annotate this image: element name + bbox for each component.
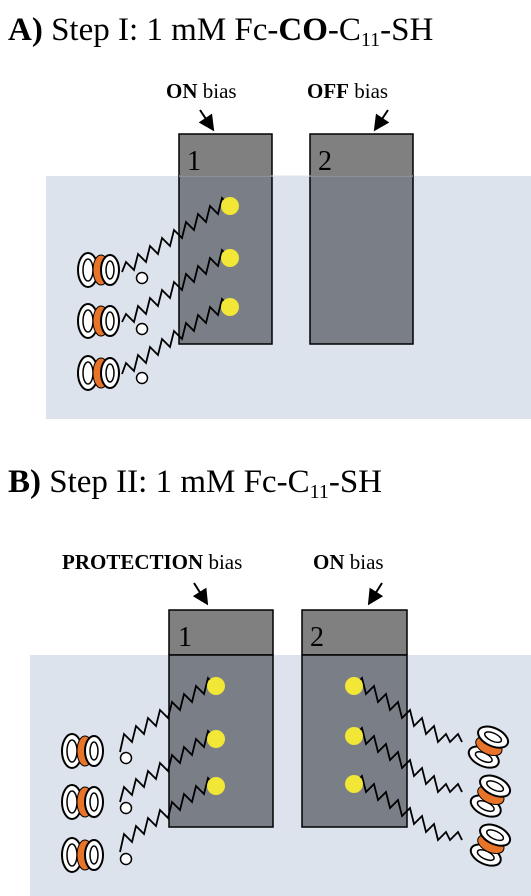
panel-a-left-arrow xyxy=(198,109,215,132)
panel-a-ferrocene-2 xyxy=(77,303,120,339)
panel-b-scene: 1 2 xyxy=(30,582,531,896)
panel-a-solution xyxy=(46,176,531,419)
panel-a-gold-dot-2 xyxy=(221,249,239,267)
panel-a-chain-1 xyxy=(121,196,231,273)
panel-b-left-bias-label: PROTECTION bias xyxy=(62,549,242,575)
panel-a-right-bias-label: OFF bias xyxy=(307,78,388,104)
panel-a-bold-part: CO xyxy=(278,12,328,48)
panel-b-right-bias-label: ON bias xyxy=(313,549,384,575)
panel-a-electrode-1-number: 1 xyxy=(187,146,201,177)
panel-a-right-bias-bold: OFF xyxy=(307,79,349,103)
panel-a-letter: A) xyxy=(8,12,43,48)
panel-b-right-ferrocene-2 xyxy=(469,774,512,818)
panel-b-left-bias-bold: PROTECTION xyxy=(62,550,204,574)
panel-b-solution xyxy=(30,655,531,896)
panel-a-chain-2 xyxy=(121,248,231,324)
panel-b-title: B) Step II: 1 mM Fc-C11-SH xyxy=(8,462,382,502)
panel-a-left-bias-label: ON bias xyxy=(166,78,237,104)
panel-a-left-bias-rest: bias xyxy=(197,79,237,103)
panel-b-oxygen-2 xyxy=(119,801,133,815)
panel-a-chain-3 xyxy=(121,297,231,375)
panel-a-title: A) Step I: 1 mM Fc-CO-C11-SH xyxy=(8,10,433,50)
panel-b-right-gold-dot-2 xyxy=(345,727,363,745)
panel-a-dash: -C xyxy=(327,12,361,48)
panel-a-gold-dot-1 xyxy=(221,197,239,215)
panel-b-subscript: 11 xyxy=(309,481,329,503)
panel-a-oxygen-1 xyxy=(135,271,149,285)
panel-b-right-gold-dot-3 xyxy=(345,775,363,793)
panel-a-electrode-1-top xyxy=(178,133,273,177)
panel-a-scene: 1 2 xyxy=(46,109,531,419)
panel-a-oxygen-3 xyxy=(135,371,149,385)
panel-a-electrode-2-number: 2 xyxy=(318,146,332,177)
panel-b-letter: B) xyxy=(8,464,41,500)
panel-b-right-chain-2 xyxy=(353,726,463,794)
panel-b-left-gold-dot-2 xyxy=(207,730,225,748)
panel-a-gold-dot-3 xyxy=(221,298,239,316)
panel-b-oxygen-1 xyxy=(119,751,133,765)
panel-a-ferrocene-1 xyxy=(77,252,120,288)
panel-b-left-ferrocene-1 xyxy=(61,733,104,769)
panel-b-right-ferrocene-3 xyxy=(469,823,512,867)
panel-b-left-gold-dot-1 xyxy=(207,677,225,695)
panel-b-left-ferrocene-3 xyxy=(61,837,104,873)
panel-b-electrode-2-number: 2 xyxy=(310,622,324,653)
panel-b-step-text: Step II: 1 mM Fc-C xyxy=(49,464,310,500)
panel-a-ferrocene-3 xyxy=(77,355,120,391)
panel-b-left-chain-3 xyxy=(119,776,217,853)
panel-a-oxygen-2 xyxy=(135,322,149,336)
panel-b-right-arrow xyxy=(367,582,384,606)
panel-a-step-text: Step I: 1 mM Fc- xyxy=(51,12,279,48)
panel-a-right-bias-rest: bias xyxy=(349,79,389,103)
panel-b-electrode-1-number: 1 xyxy=(178,622,192,653)
panel-a-left-bias-bold: ON xyxy=(166,79,198,103)
panel-b-suffix: -SH xyxy=(328,464,383,500)
panel-a-subscript: 11 xyxy=(360,29,381,51)
panel-b-left-bias-rest: bias xyxy=(203,550,243,574)
panel-a-suffix: -SH xyxy=(380,12,434,48)
panel-a-right-arrow xyxy=(373,109,390,132)
panel-b-left-gold-dot-3 xyxy=(207,777,225,795)
panel-b-oxygen-3 xyxy=(119,852,133,866)
panel-a-electrode-2-body xyxy=(309,175,414,345)
panel-b-right-bias-rest: bias xyxy=(344,550,384,574)
panel-b-left-arrow xyxy=(192,582,209,606)
panel-b-right-gold-dot-1 xyxy=(345,677,363,695)
panel-b-left-chain-1 xyxy=(119,676,217,753)
panel-b-right-chain-1 xyxy=(353,676,463,744)
panel-b-left-ferrocene-2 xyxy=(61,784,104,820)
panel-b-right-ferrocene-1 xyxy=(467,725,510,769)
panel-b-right-chain-3 xyxy=(353,774,463,842)
panel-b-left-chain-2 xyxy=(119,729,217,803)
panel-b-right-bias-bold: ON xyxy=(313,550,345,574)
